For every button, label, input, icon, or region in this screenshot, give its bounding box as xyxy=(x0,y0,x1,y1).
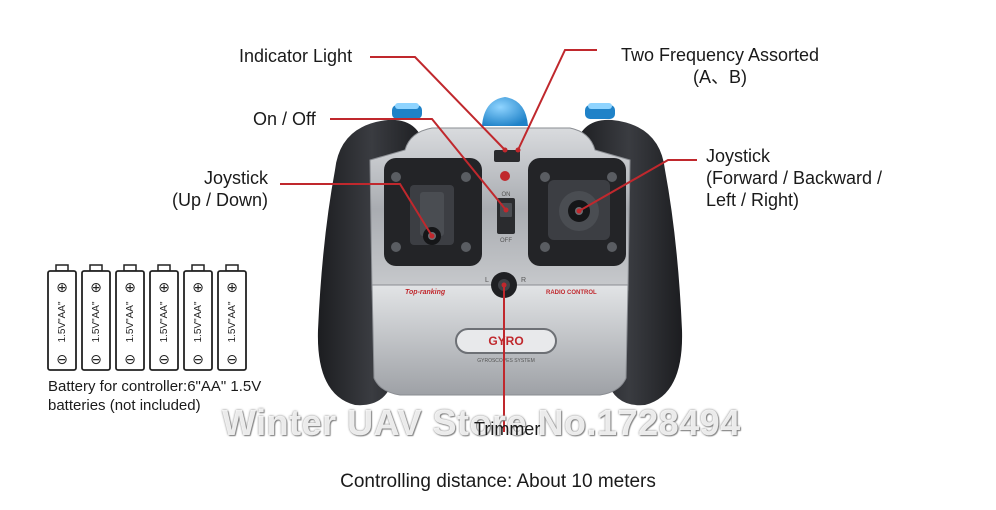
brand-right-text: RADIO CONTROL xyxy=(546,290,597,296)
battery: ⊕ 1.5V"AA" ⊖ xyxy=(81,264,111,371)
plus-terminal-icon: ⊕ xyxy=(192,280,204,296)
brand-left-text: Top-ranking xyxy=(405,289,446,296)
battery-label: 1.5V"AA" xyxy=(57,301,68,342)
battery-label: 1.5V"AA" xyxy=(91,301,102,342)
trimmer-callout: Trimmer xyxy=(474,419,541,439)
frequency-callout-line2: (A、B) xyxy=(693,67,747,87)
switch-off-label: OFF xyxy=(500,238,512,244)
on-off-callout: On / Off xyxy=(253,109,316,129)
battery-label: 1.5V"AA" xyxy=(125,301,136,342)
indicator-light-callout: Indicator Light xyxy=(239,46,353,66)
callout-lines xyxy=(280,49,697,432)
frequency-callout-line1: Two Frequency Assorted xyxy=(620,45,820,65)
plus-terminal-icon: ⊕ xyxy=(158,280,170,296)
trim-left-label: L xyxy=(485,277,489,284)
right-joystick-callout: Joystick (Forward / Backward / Left / Ri… xyxy=(706,145,882,211)
battery-row: ⊕ 1.5V"AA" ⊖ ⊕ 1.5V"AA" ⊖ ⊕ 1.5V"AA" ⊖ ⊕ 1.5V"AA" ⊖… xyxy=(47,264,247,371)
minus-terminal-icon: ⊖ xyxy=(192,352,204,368)
minus-terminal-icon: ⊖ xyxy=(124,352,136,368)
gyro-badge: GYRO GYROSCOPES SYSTEM xyxy=(455,328,557,364)
battery-caption-line1: Battery for controller:6"AA" 1.5V xyxy=(48,378,262,395)
battery-caption: Battery for controller:6"AA" 1.5V batter… xyxy=(48,377,261,415)
plus-terminal-icon: ⊕ xyxy=(226,280,238,296)
controlling-distance-text: Controlling distance: About 10 meters xyxy=(340,471,656,492)
left-joystick-callout-line1: Joystick xyxy=(203,168,268,188)
plus-terminal-icon: ⊕ xyxy=(56,280,68,296)
minus-terminal-icon: ⊖ xyxy=(158,352,170,368)
minus-terminal-icon: ⊖ xyxy=(56,352,68,368)
switch-on-label: ON xyxy=(502,192,511,198)
battery: ⊕ 1.5V"AA" ⊖ xyxy=(47,264,77,371)
indicator-light xyxy=(500,171,510,181)
battery: ⊕ 1.5V"AA" ⊖ xyxy=(183,264,213,371)
trim-right-label: R xyxy=(521,277,526,284)
battery-label: 1.5V"AA" xyxy=(159,301,170,342)
minus-terminal-icon: ⊖ xyxy=(90,352,102,368)
battery-label: 1.5V"AA" xyxy=(227,301,238,342)
svg-text:GYRO: GYRO xyxy=(488,334,523,348)
plus-terminal-icon: ⊕ xyxy=(124,280,136,296)
svg-text:GYROSCOPES SYSTEM: GYROSCOPES SYSTEM xyxy=(477,358,535,364)
store-watermark: Winter UAV Store No.1728494 xyxy=(222,402,741,443)
frequency-callout: Two Frequency Assorted (A、B) xyxy=(604,44,836,88)
right-joystick-callout-line2: (Forward / Backward / xyxy=(706,168,883,188)
left-shoulder-button xyxy=(392,103,422,119)
battery: ⊕ 1.5V"AA" ⊖ xyxy=(149,264,179,371)
right-joystick-callout-line1: Joystick xyxy=(706,146,771,166)
frequency-switch xyxy=(494,150,520,162)
right-shoulder-button xyxy=(585,103,615,119)
right-joystick-callout-line3: Left / Right) xyxy=(706,190,800,210)
left-joystick-callout: Joystick (Up / Down) xyxy=(150,167,268,211)
left-joystick-callout-line2: (Up / Down) xyxy=(171,190,268,210)
plus-terminal-icon: ⊕ xyxy=(90,280,102,296)
minus-terminal-icon: ⊖ xyxy=(226,352,238,368)
antenna-cap xyxy=(482,97,528,126)
battery: ⊕ 1.5V"AA" ⊖ xyxy=(217,264,247,371)
battery: ⊕ 1.5V"AA" ⊖ xyxy=(115,264,145,371)
battery-label: 1.5V"AA" xyxy=(193,301,204,342)
battery-caption-line2: batteries (not included) xyxy=(48,397,201,414)
